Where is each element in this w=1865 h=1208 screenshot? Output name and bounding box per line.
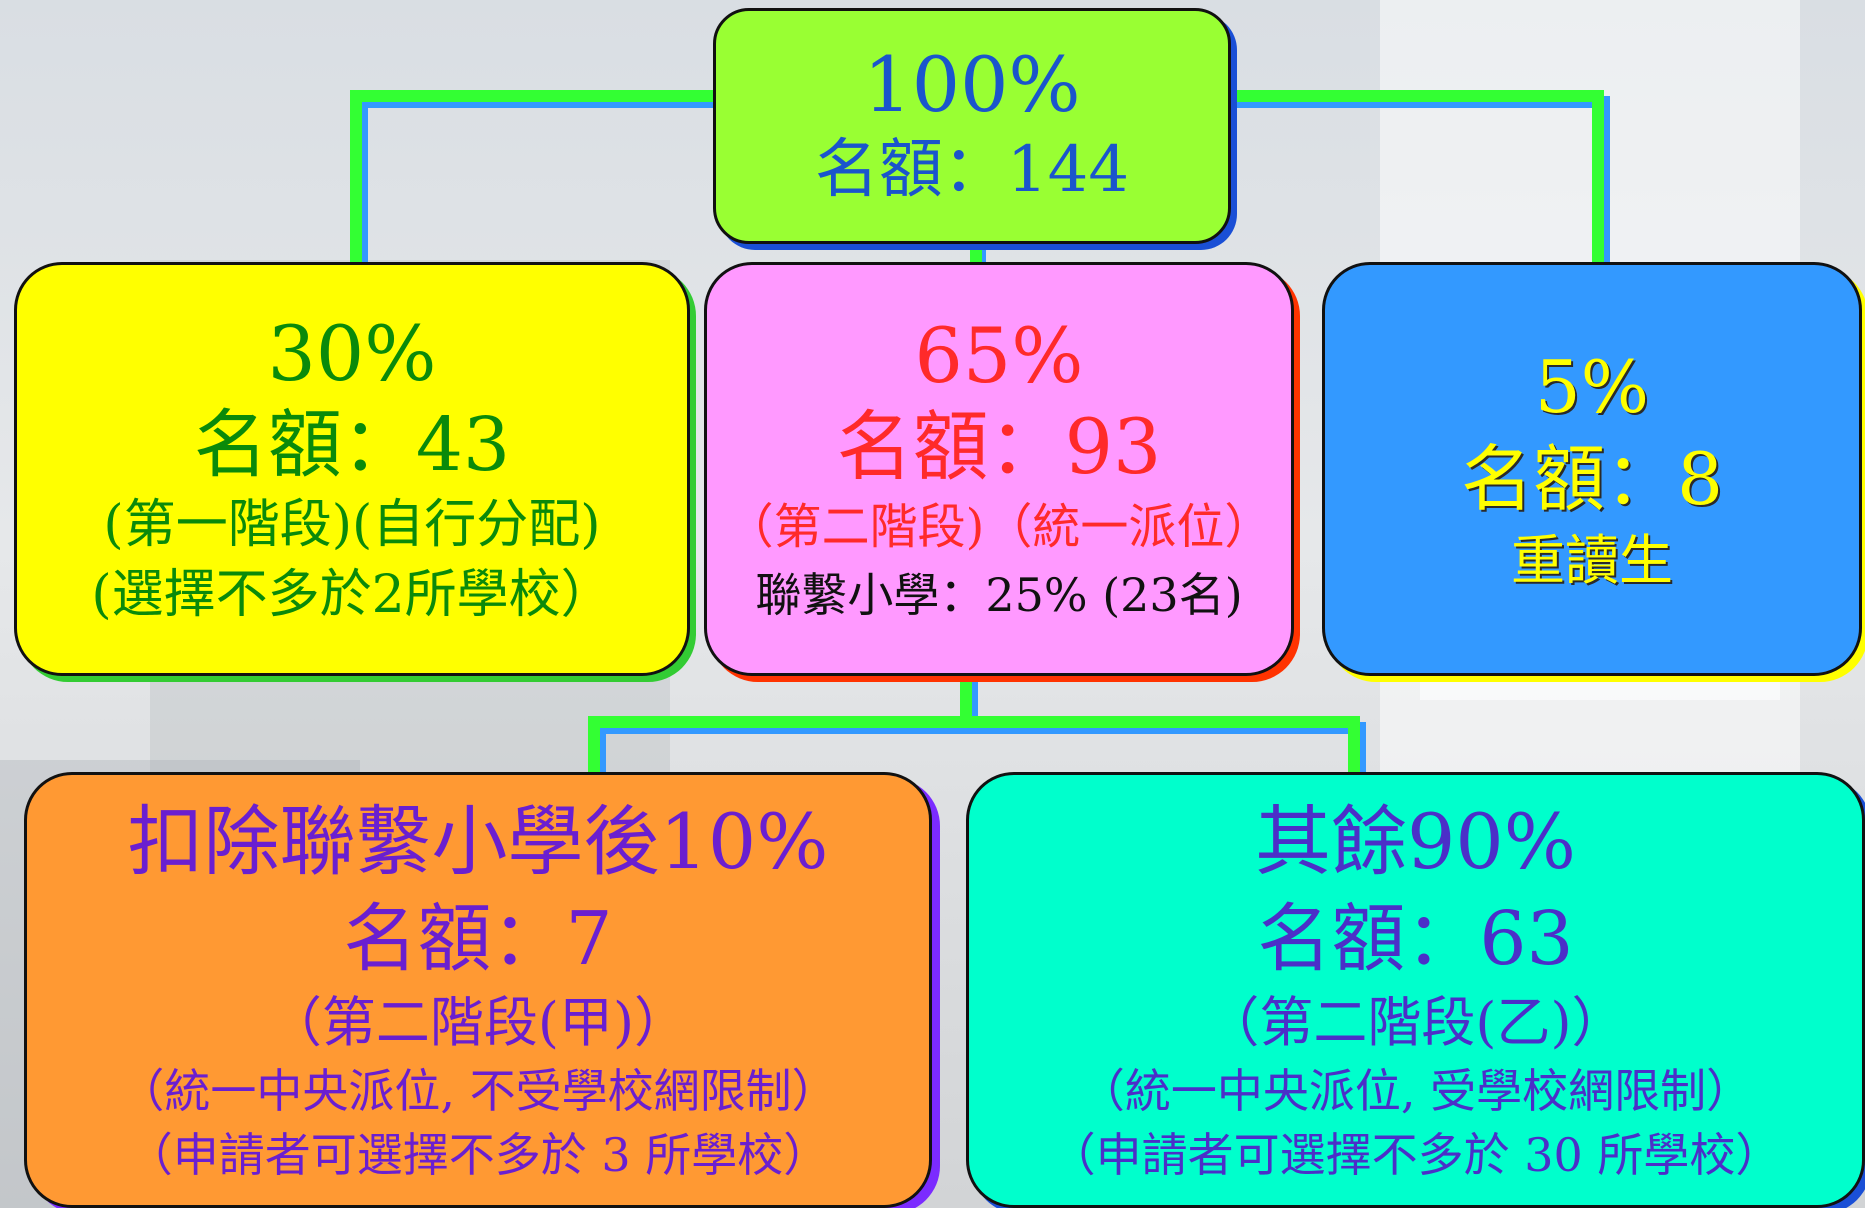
stage-two-quota: 名額：93 [836,402,1162,491]
stage-two-b-note-2: （申請者可選擇不多於 30 所學校） [1049,1128,1782,1182]
repeaters-percent: 5% [1534,345,1650,429]
stage-two-b-label: （第二階段(乙)） [1205,991,1626,1054]
connector-top-left [350,90,719,268]
stage-two-a-quota: 名額：7 [343,896,613,982]
stage-two-a-title: 扣除聯繫小學後10% [127,797,829,886]
stage-two-note: 聯繫小學：25% (23名) [755,568,1243,622]
stage-two-b-title: 其餘90% [1255,797,1576,886]
stage-two-a-box: 扣除聯繫小學後10% 名額：7 （第二階段(甲)） （統一中央派位, 不受學校網… [24,772,932,1208]
connector-mid-bottom [588,676,1366,778]
repeaters-box: 5% 名額：8 重讀生 [1322,262,1862,676]
stage-one-label: (第一階段)(自行分配) [103,495,601,555]
total-quota: 名額：144 [814,133,1130,207]
stage-two-a-label: （第二階段(甲)） [267,991,689,1054]
repeaters-quota: 名額：8 [1461,437,1723,521]
connector-top-middle [970,244,986,262]
connector-top-right [1231,90,1610,268]
total-quota-box: 100% 名額：144 [713,8,1231,244]
repeaters-label: 重讀生 [1511,529,1673,592]
stage-two-a-note-2: （申請者可選擇不多於 3 所學校） [126,1128,830,1182]
stage-two-b-quota: 名額：63 [1257,896,1574,982]
stage-one-box: 30% 名額：43 (第一階段)(自行分配) (選擇不多於2所學校） [14,262,690,676]
stage-two-b-box: 其餘90% 名額：63 （第二階段(乙)） （統一中央派位, 受學校網限制） （… [966,772,1865,1208]
stage-two-b-note-1: （統一中央派位, 受學校網限制） [1078,1064,1753,1118]
stage-one-percent: 30% [267,309,437,398]
stage-two-label: （第二階段)（統一派位） [725,499,1273,555]
stage-one-note: (選擇不多於2所學校） [91,565,613,625]
stage-one-quota: 名額：43 [193,402,511,488]
stage-two-box: 65% 名額：93 （第二階段)（統一派位） 聯繫小學：25% (23名) [704,262,1294,676]
stage-two-percent: 65% [914,311,1084,400]
total-percent: 100% [863,40,1081,129]
stage-two-a-note-1: （統一中央派位, 不受學校網限制） [118,1064,838,1118]
